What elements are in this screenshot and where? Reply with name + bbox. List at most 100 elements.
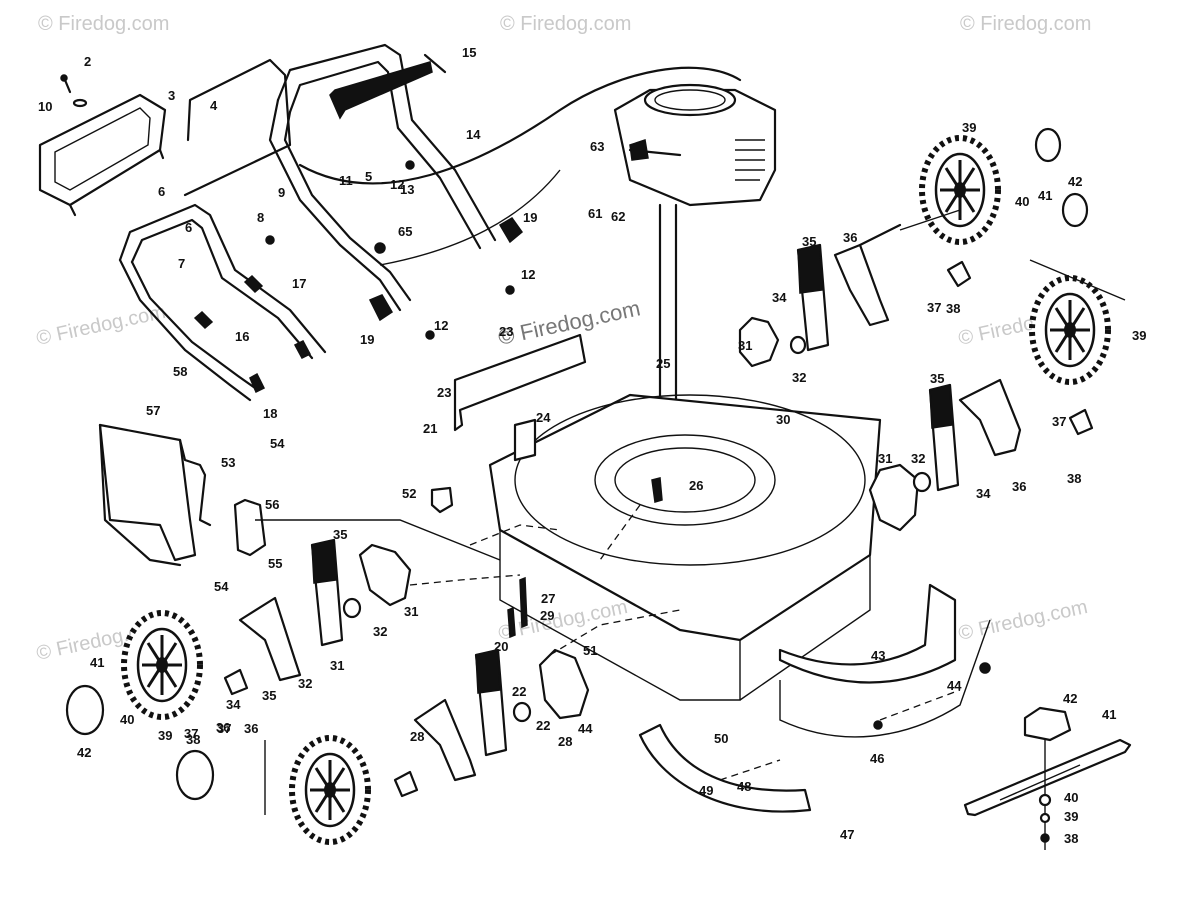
- part-callout-6: 6: [158, 184, 165, 199]
- upper-handle-14: [268, 43, 497, 312]
- handle-knobs: [193, 274, 312, 394]
- hub-cap-42: [1034, 127, 1062, 163]
- hub-cap-42: [65, 684, 105, 736]
- part-callout-8: 8: [257, 210, 264, 225]
- part-callout-16: 16: [235, 329, 249, 344]
- part-callout-50: 50: [714, 731, 728, 746]
- part-callout-47: 47: [840, 827, 854, 842]
- height-adjuster-upper: [796, 223, 902, 352]
- washer-48: [1038, 793, 1052, 807]
- part-callout-31: 31: [878, 451, 892, 466]
- bolt-2: [60, 74, 88, 108]
- part-callout-34: 34: [976, 486, 991, 501]
- part-callout-31: 31: [738, 338, 752, 353]
- part-callout-31: 31: [330, 658, 344, 673]
- part-callout-12: 12: [390, 177, 404, 192]
- part-callout-41: 41: [1102, 707, 1116, 722]
- part-callout-54: 54: [270, 436, 285, 451]
- part-callout-32: 32: [298, 676, 312, 691]
- part-callout-20: 20: [494, 639, 508, 654]
- part-callout-40: 40: [1064, 790, 1078, 805]
- part-callout-40: 40: [1015, 194, 1029, 209]
- part-callout-38: 38: [1064, 831, 1078, 846]
- axle-bolt-38: [223, 668, 249, 696]
- mower-deck-30: [488, 393, 882, 701]
- washer-47: [1039, 812, 1051, 824]
- bolt-12: [505, 285, 515, 295]
- spacer-32: [342, 597, 362, 619]
- part-callout-39: 39: [1064, 809, 1078, 824]
- height-adjuster-right: [928, 378, 1022, 492]
- side-discharge-20: [638, 723, 812, 813]
- bolt-12: [405, 160, 415, 170]
- part-callout-35: 35: [930, 371, 944, 386]
- axle-bolt-38: [946, 260, 972, 288]
- height-plate-31: [538, 648, 590, 720]
- part-callout-19: 19: [523, 210, 537, 225]
- part-callout-7: 7: [178, 256, 185, 271]
- wheel-39: [121, 610, 203, 720]
- part-callout-32: 32: [792, 370, 806, 385]
- part-callout-62: 62: [611, 209, 625, 224]
- part-callout-13: 13: [400, 182, 414, 197]
- bolt-29: [507, 606, 516, 639]
- axle-bolt-38: [393, 770, 419, 798]
- part-callout-30: 30: [776, 412, 790, 427]
- part-callout-65: 65: [398, 224, 412, 239]
- part-callout-19: 19: [360, 332, 374, 347]
- part-callout-48: 48: [737, 779, 751, 794]
- part-callout-39: 39: [962, 120, 976, 135]
- height-adjuster-front: [413, 648, 508, 782]
- nut-44: [979, 662, 991, 674]
- part-callout-34: 34: [226, 697, 241, 712]
- part-callout-37: 37: [184, 726, 198, 741]
- part-callout-38: 38: [946, 301, 960, 316]
- part-callout-15: 15: [462, 45, 476, 60]
- bolt-26: [651, 477, 663, 503]
- part-callout-35: 35: [333, 527, 347, 542]
- part-callout-27: 27: [541, 591, 555, 606]
- part-callout-54: 54: [214, 579, 229, 594]
- watermark-text: © Firedog.com: [956, 596, 1089, 645]
- part-callout-46: 46: [870, 751, 884, 766]
- blade-bolt-46: [1040, 833, 1050, 843]
- watermark-text: © Firedog.com: [960, 13, 1091, 35]
- part-callout-39: 39: [158, 728, 172, 743]
- grass-bag-frame: [38, 93, 167, 217]
- part-callout-22: 22: [512, 684, 526, 699]
- part-callout-44: 44: [578, 721, 593, 736]
- part-callout-23: 23: [499, 324, 513, 339]
- part-callout-2: 2: [84, 54, 91, 69]
- bag-cover-4: [183, 58, 292, 197]
- height-plate-31: [738, 316, 780, 368]
- part-callout-57: 57: [146, 403, 160, 418]
- part-callout-32: 32: [373, 624, 387, 639]
- bolt-27: [519, 576, 528, 629]
- nut-65: [374, 242, 386, 254]
- part-callout-32: 32: [911, 451, 925, 466]
- lever-end: [423, 53, 447, 74]
- part-callout-29: 29: [540, 608, 554, 623]
- part-callout-28: 28: [558, 734, 572, 749]
- part-callout-36: 36: [244, 721, 258, 736]
- part-callout-24: 24: [536, 410, 551, 425]
- part-callout-3: 3: [168, 88, 175, 103]
- part-callout-39: 39: [1132, 328, 1146, 343]
- spacer-32: [912, 471, 932, 493]
- throttle-cable: [379, 169, 561, 266]
- part-callout-34: 34: [772, 290, 787, 305]
- blade-49: [963, 738, 1132, 817]
- wheel-39: [1029, 275, 1111, 385]
- spacer-32: [512, 701, 532, 723]
- axle-bolt-38: [1068, 408, 1094, 436]
- part-callout-42: 42: [1063, 691, 1077, 706]
- part-callout-40: 40: [120, 712, 134, 727]
- handle-bracket-19: [498, 217, 524, 244]
- part-callout-56: 56: [265, 497, 279, 512]
- part-callout-55: 55: [268, 556, 282, 571]
- part-callout-22: 22: [536, 718, 550, 733]
- part-callout-53: 53: [221, 455, 235, 470]
- watermark-text: © Firedog.com: [496, 596, 629, 645]
- bolt-12: [425, 330, 435, 340]
